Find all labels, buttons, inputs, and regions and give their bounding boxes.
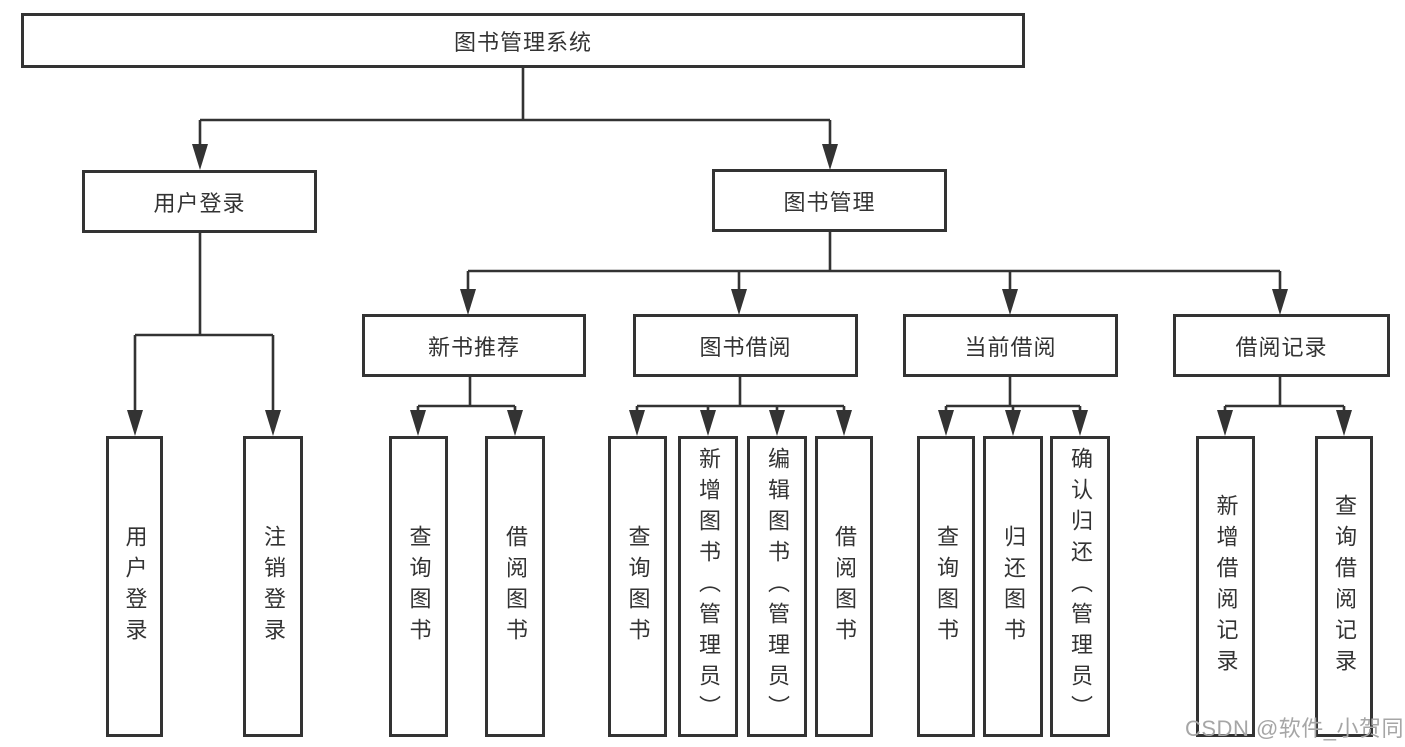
arrow-to-leaf-user-login (127, 410, 143, 436)
node-root-system: 图书管理系统 (21, 13, 1025, 68)
node-label: 用户登录 (153, 190, 246, 216)
leaf-query-book: 查询图书 (608, 436, 667, 737)
leaf-query-borrow-record: 查询借阅记录 (1315, 436, 1373, 737)
leaf-label: 新增图书（管理员） (696, 447, 721, 726)
arrow-to-book-borrow (731, 289, 747, 315)
arrow-to-new-book-rec (460, 289, 476, 315)
node-label: 新书推荐 (427, 334, 520, 360)
node-label: 图书管理系统 (453, 29, 592, 55)
arrow-to-current-borrow (1002, 289, 1018, 315)
leaf-label: 查询图书 (406, 524, 432, 649)
node-label: 当前借阅 (964, 334, 1057, 360)
leaf-borrow-book: 借阅图书 (815, 436, 873, 737)
leaf-query-book: 查询图书 (389, 436, 448, 737)
arrow-to-book-mgmt (822, 144, 838, 170)
leaf-logout: 注销登录 (243, 436, 303, 737)
leaf-label: 编辑图书（管理员） (765, 447, 790, 726)
node-label: 图书借阅 (699, 334, 792, 360)
leaf-label: 查询图书 (934, 524, 959, 649)
leaf-confirm-return-admin: 确认归还（管理员） (1050, 436, 1110, 737)
leaf-label: 借阅图书 (832, 524, 857, 649)
leaf-label: 查询图书 (625, 524, 651, 649)
leaf-edit-book-admin: 编辑图书（管理员） (747, 436, 807, 737)
leaf-add-book-admin: 新增图书（管理员） (678, 436, 738, 737)
leaf-add-borrow-record: 新增借阅记录 (1196, 436, 1255, 737)
node-label: 图书管理 (783, 189, 876, 215)
leaf-label: 查询借阅记录 (1332, 493, 1357, 680)
arrow-to-borrow-record (1272, 289, 1288, 315)
node-book-management: 图书管理 (712, 169, 947, 232)
leaf-label: 注销登录 (261, 524, 286, 649)
leaf-return-book: 归还图书 (983, 436, 1043, 737)
arrow-to-leaf-logout (265, 410, 281, 436)
node-book-borrow: 图书借阅 (633, 314, 858, 377)
node-current-borrow: 当前借阅 (903, 314, 1118, 377)
leaf-label: 归还图书 (1001, 524, 1026, 649)
leaf-query-book: 查询图书 (917, 436, 975, 737)
leaf-label: 借阅图书 (503, 524, 528, 649)
node-user-login: 用户登录 (82, 170, 317, 233)
node-borrow-record: 借阅记录 (1173, 314, 1390, 377)
csdn-watermark: CSDN @软件_小贺同学 (1185, 716, 1405, 741)
arrow-to-user-login (192, 144, 208, 170)
leaf-borrow-book: 借阅图书 (485, 436, 545, 737)
leaf-user-login: 用户登录 (106, 436, 163, 737)
leaf-label: 用户登录 (122, 524, 148, 649)
leaf-label: 新增借阅记录 (1213, 493, 1239, 680)
node-new-book-recommend: 新书推荐 (362, 314, 586, 377)
leaf-label: 确认归还（管理员） (1068, 447, 1093, 726)
node-label: 借阅记录 (1235, 334, 1328, 360)
